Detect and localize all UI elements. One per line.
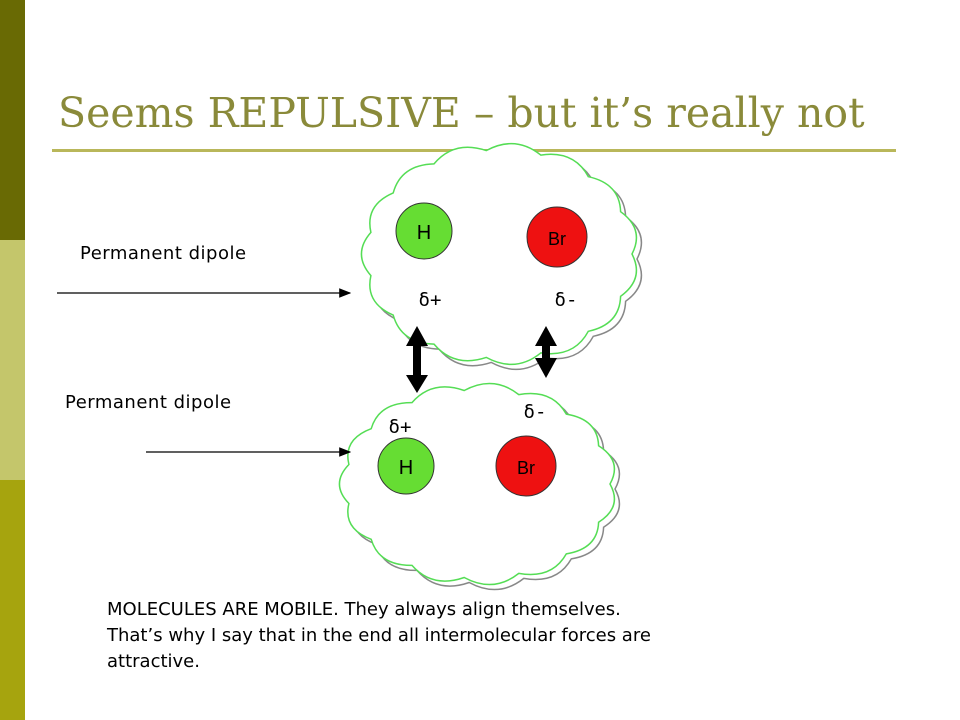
top-bromine-atom [526, 206, 588, 268]
top-electron-cloud [360, 143, 643, 370]
bottom-bromine-label: Br [517, 458, 535, 478]
top-bromine-label: Br [548, 229, 566, 249]
right-interaction-arrow [535, 326, 557, 378]
bottom-delta-minus: δ- [524, 401, 547, 423]
bottom-hydrogen-atom [377, 437, 435, 495]
bottom-cloud-outline [338, 382, 616, 586]
bottom-delta-plus: δ+ [389, 416, 412, 438]
sidebar-band-bottom [0, 480, 25, 720]
sidebar-band-middle [0, 240, 25, 480]
top-delta-minus: δ- [555, 289, 578, 311]
explanation-caption: MOLECULES ARE MOBILE. They always align … [107, 597, 867, 675]
top-dipole-label: Permanent dipole [80, 243, 247, 264]
bottom-bromine-atom [495, 435, 557, 497]
top-hydrogen-atom [395, 202, 453, 260]
caption-line-1: MOLECULES ARE MOBILE. They always align … [107, 599, 621, 620]
bottom-dipole-label: Permanent dipole [65, 392, 232, 413]
top-delta-plus: δ+ [419, 289, 442, 311]
sidebar-band-top [0, 0, 25, 240]
slide-sidebar [0, 0, 25, 720]
caption-line-3: attractive. [107, 651, 200, 672]
bottom-electron-cloud [338, 382, 621, 591]
top-cloud-outline [360, 143, 638, 365]
top-hydrogen-label: H [417, 222, 431, 244]
caption-line-2: That’s why I say that in the end all int… [107, 625, 651, 646]
left-interaction-arrow [406, 326, 428, 393]
bottom-hydrogen-label: H [399, 457, 413, 479]
slide-title: Seems REPULSIVE – but it’s really not [58, 89, 865, 137]
